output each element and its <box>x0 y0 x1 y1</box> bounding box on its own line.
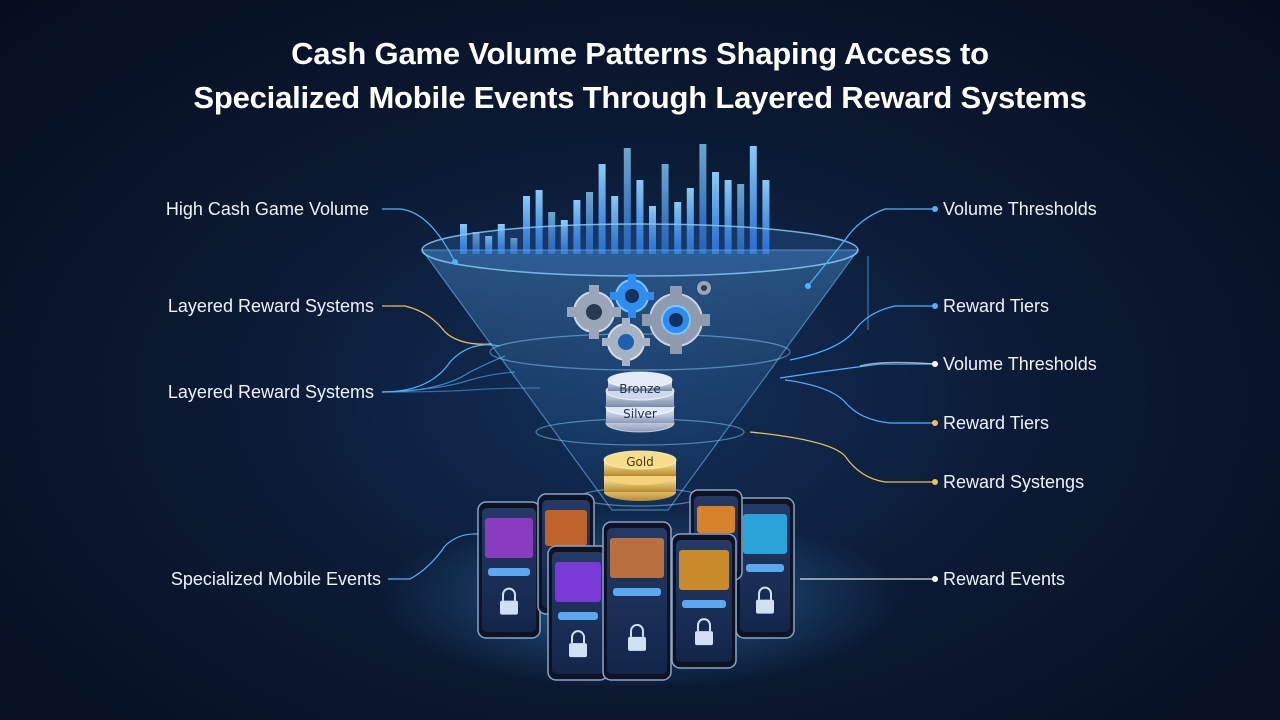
bar <box>623 148 631 254</box>
phone-group <box>477 489 795 681</box>
bar <box>523 196 530 254</box>
bar <box>485 236 493 254</box>
bar <box>749 146 757 254</box>
bar <box>712 172 719 254</box>
label-reward-events: Reward Events <box>943 569 1066 589</box>
phone-icon <box>602 521 672 681</box>
connector-lines <box>381 208 936 580</box>
label-reward-tiers-2: Reward Tiers <box>943 413 1050 433</box>
bar <box>586 192 593 254</box>
bar <box>598 164 606 254</box>
bar <box>573 200 581 254</box>
label-reward-tiers-1: Reward Tiers <box>943 296 1050 316</box>
page-title: Cash Game Volume Patterns Shaping Access… <box>0 32 1280 120</box>
phone-icon <box>477 501 541 639</box>
bar <box>472 232 480 254</box>
lock-icon <box>500 587 518 615</box>
bar <box>674 202 682 254</box>
bar <box>548 212 556 254</box>
label-volume-thresholds-1: Volume Thresholds <box>943 199 1097 219</box>
lock-icon <box>569 630 587 658</box>
bar-chart-icon <box>460 144 770 254</box>
phone-icon <box>671 533 737 669</box>
bar <box>686 188 694 254</box>
bar <box>636 180 644 254</box>
bar <box>649 206 656 254</box>
phone-icon <box>547 545 609 681</box>
tier-bronze-label: Bronze <box>619 382 661 396</box>
bar <box>510 238 518 254</box>
gear-icon <box>567 274 711 366</box>
bar <box>762 180 770 254</box>
bar <box>737 184 745 254</box>
bar <box>460 224 467 254</box>
label-volume-thresholds-2: Volume Thresholds <box>943 354 1097 374</box>
connector-dots <box>452 206 938 582</box>
lock-icon <box>756 586 774 614</box>
coin-stack-icon <box>603 371 677 501</box>
bar <box>699 144 707 254</box>
lock-icon <box>695 618 713 646</box>
bar <box>560 220 568 254</box>
label-layered-reward-systems-2: Layered Reward Systems <box>167 382 374 402</box>
tier-silver-label: Silver <box>623 407 657 421</box>
label-high-cash-game-volume: High Cash Game Volume <box>165 199 369 219</box>
title-line-1: Cash Game Volume Patterns Shaping Access… <box>291 36 989 71</box>
bar <box>497 224 505 254</box>
label-reward-systengs: Reward Systengs <box>943 472 1085 492</box>
label-specialized-mobile-events: Specialized Mobile Events <box>170 569 381 589</box>
label-layered-reward-systems-1: Layered Reward Systems <box>167 296 374 316</box>
bar <box>724 180 732 254</box>
bar <box>535 190 543 254</box>
bar <box>661 164 669 254</box>
bar <box>611 196 619 254</box>
tier-gold-label: Gold <box>626 455 654 469</box>
title-line-2: Specialized Mobile Events Through Layere… <box>193 80 1087 115</box>
phone-icon <box>735 497 795 639</box>
lock-icon <box>628 623 646 651</box>
